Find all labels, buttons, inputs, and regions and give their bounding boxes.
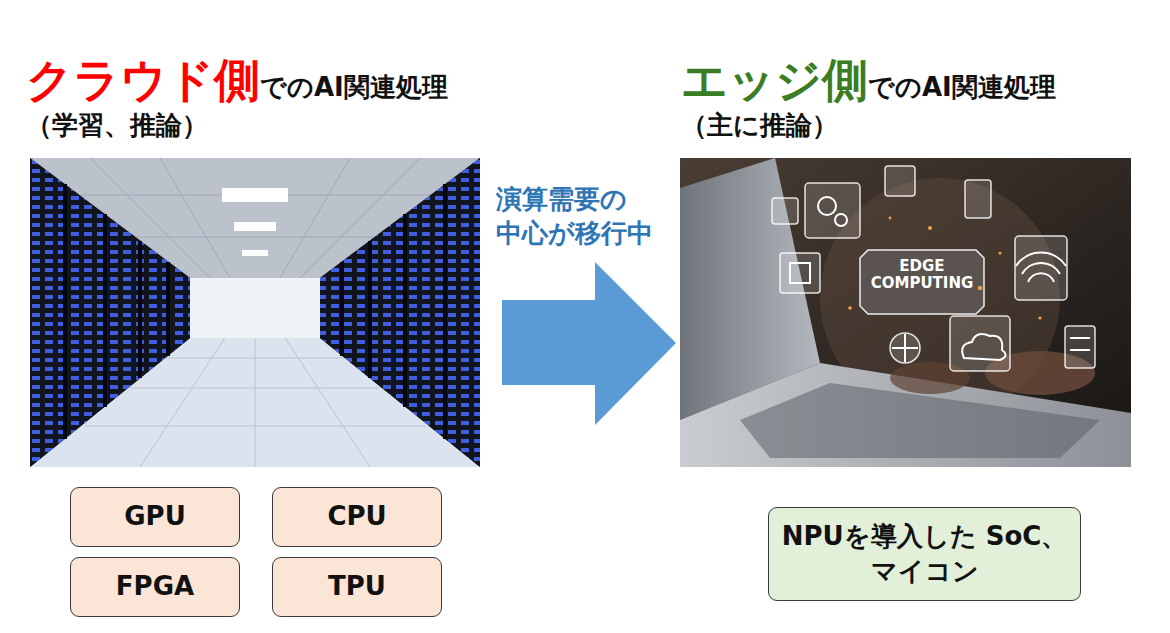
shift-arrow: [502, 262, 676, 425]
processor-box: CPU: [272, 487, 442, 547]
heading-note: （主に推論）: [681, 108, 838, 143]
heading-row: （主に推論）: [681, 108, 838, 143]
edge-computing-photo: [680, 158, 1131, 467]
heading-row: （学習、推論）: [26, 108, 208, 143]
heading-note: （学習、推論）: [26, 108, 208, 143]
box-label: NPUを導入した SoC、マイコン: [780, 519, 1069, 589]
box-label: TPU: [328, 569, 386, 604]
box-label: FPGA: [116, 569, 194, 604]
processor-box: FPGA: [70, 557, 240, 617]
photo-text: EDGE COMPUTING: [866, 258, 978, 293]
box-label: CPU: [327, 499, 386, 534]
edge-heading: エッジ側: [681, 50, 868, 112]
edge-device-box: NPUを導入した SoC、マイコン: [768, 507, 1081, 601]
box-label: GPU: [124, 499, 186, 534]
cloud-heading: クラウド側: [26, 50, 260, 112]
heading-suffix: でのAI関連処理: [260, 70, 448, 105]
processor-box: TPU: [272, 557, 442, 617]
heading-suffix: でのAI関連処理: [868, 70, 1056, 105]
arrow-caption: 演算需要の 中心が移行中: [496, 182, 706, 251]
heading-row: クラウド側でのAI関連処理: [26, 50, 448, 112]
processor-box: GPU: [70, 487, 240, 547]
server-room-photo: [30, 158, 480, 467]
heading-row: エッジ側でのAI関連処理: [681, 50, 1056, 112]
